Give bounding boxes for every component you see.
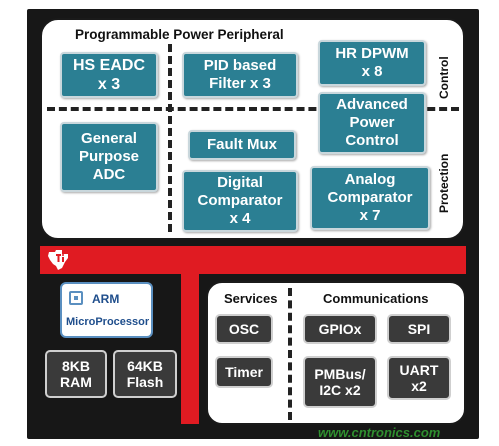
arm-label: ARM	[92, 292, 120, 306]
arm-microprocessor-block: ARM MicroProcessor	[60, 282, 153, 338]
bus-vertical-connector	[181, 274, 199, 424]
gpio-block: GPIOx	[303, 314, 377, 344]
microprocessor-label: MicroProcessor	[66, 316, 150, 328]
watermark-text: www.cntronics.com	[318, 425, 441, 440]
adc-column-divider	[168, 44, 172, 232]
control-label: Control	[437, 56, 451, 99]
protection-label: Protection	[437, 153, 451, 213]
system-bus-bar	[40, 246, 466, 274]
communications-title: Communications	[323, 291, 429, 306]
spi-block: SPI	[387, 314, 451, 344]
fault-mux-block: Fault Mux	[188, 130, 296, 160]
services-divider	[288, 288, 292, 420]
arm-chip-icon	[69, 291, 83, 305]
timer-block: Timer	[215, 356, 273, 388]
peripheral-title: Programmable Power Peripheral	[75, 27, 284, 42]
services-title: Services	[224, 291, 278, 306]
pmbus-i2c-block: PMBus/I2C x2	[303, 356, 377, 408]
control-protection-divider	[47, 107, 459, 111]
ti-logo-icon	[46, 248, 72, 272]
osc-block: OSC	[215, 314, 273, 344]
